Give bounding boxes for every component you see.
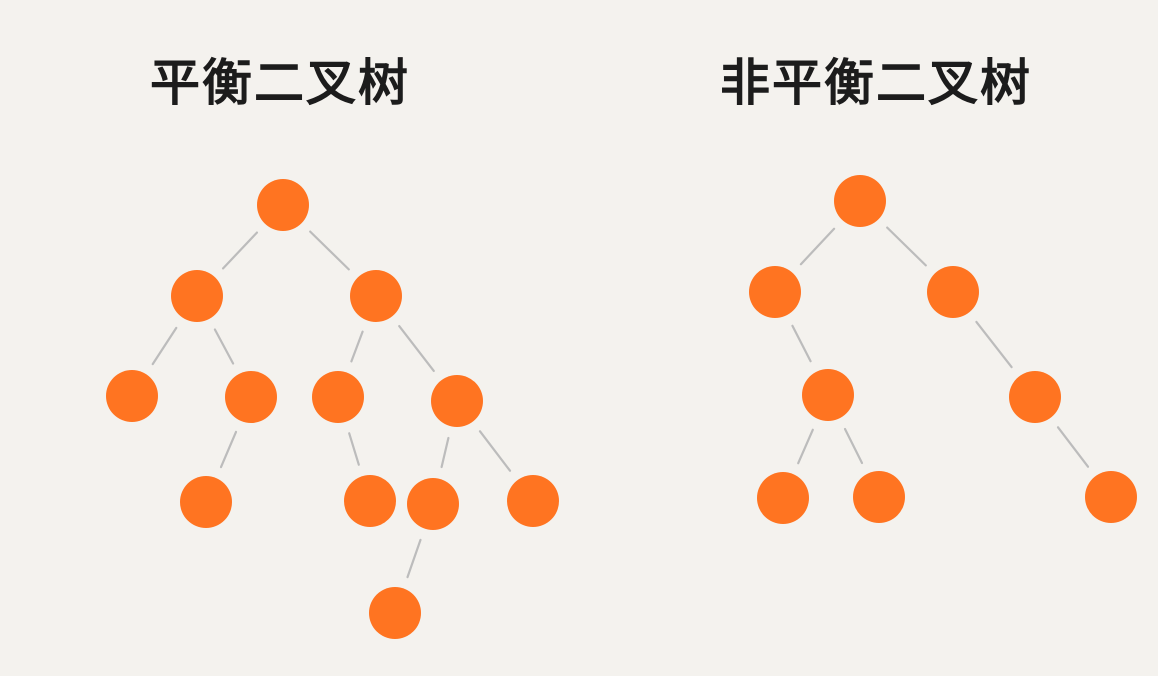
balanced-edge-n3-n6 — [350, 330, 364, 363]
unbalanced-edge-m5-m8 — [1056, 426, 1090, 468]
balanced-edge-n10-n12 — [406, 538, 422, 579]
balanced-tree-node — [350, 270, 402, 322]
balanced-tree-node — [407, 478, 459, 530]
balanced-tree-node — [171, 270, 223, 322]
unbalanced-edge-m4-m7 — [843, 427, 864, 465]
unbalanced-tree-title: 非平衡二叉树 — [720, 54, 1032, 112]
balanced-tree-node — [507, 475, 559, 527]
balanced-edge-n3-n7 — [398, 325, 435, 372]
unbalanced-edge-m4-m6 — [797, 428, 814, 465]
balanced-edge-n7-n11 — [478, 430, 512, 472]
balanced-tree-node — [257, 179, 309, 231]
balanced-tree-node — [106, 370, 158, 422]
balanced-edge-n2-n5 — [213, 328, 235, 365]
unbalanced-edge-m2-m4 — [791, 324, 812, 363]
balanced-edge-n1-n3 — [309, 230, 350, 271]
unbalanced-tree-node — [927, 266, 979, 318]
balanced-edge-n7-n10 — [440, 436, 450, 469]
balanced-edge-n2-n4 — [151, 326, 178, 366]
balanced-tree-node — [431, 375, 483, 427]
balanced-tree-node — [180, 476, 232, 528]
unbalanced-tree-node — [757, 472, 809, 524]
balanced-edge-n1-n2 — [222, 231, 258, 270]
unbalanced-tree-node — [1009, 371, 1061, 423]
balanced-tree-node — [344, 475, 396, 527]
unbalanced-tree-node — [802, 369, 854, 421]
unbalanced-tree-node — [834, 175, 886, 227]
nodes-layer — [106, 175, 1137, 639]
balanced-tree-title: 平衡二叉树 — [150, 54, 410, 112]
balanced-tree-node — [225, 371, 277, 423]
edges-layer — [151, 226, 1090, 579]
unbalanced-edge-m1-m3 — [886, 226, 927, 267]
balanced-edge-n5-n8 — [219, 430, 238, 469]
unbalanced-tree-node — [853, 471, 905, 523]
balanced-tree-node — [369, 587, 421, 639]
unbalanced-tree-node — [1085, 471, 1137, 523]
balanced-edge-n6-n9 — [348, 432, 360, 466]
unbalanced-edge-m3-m5 — [975, 320, 1013, 369]
balanced-tree-node — [312, 371, 364, 423]
unbalanced-edge-m1-m2 — [799, 227, 836, 266]
unbalanced-tree-node — [749, 266, 801, 318]
